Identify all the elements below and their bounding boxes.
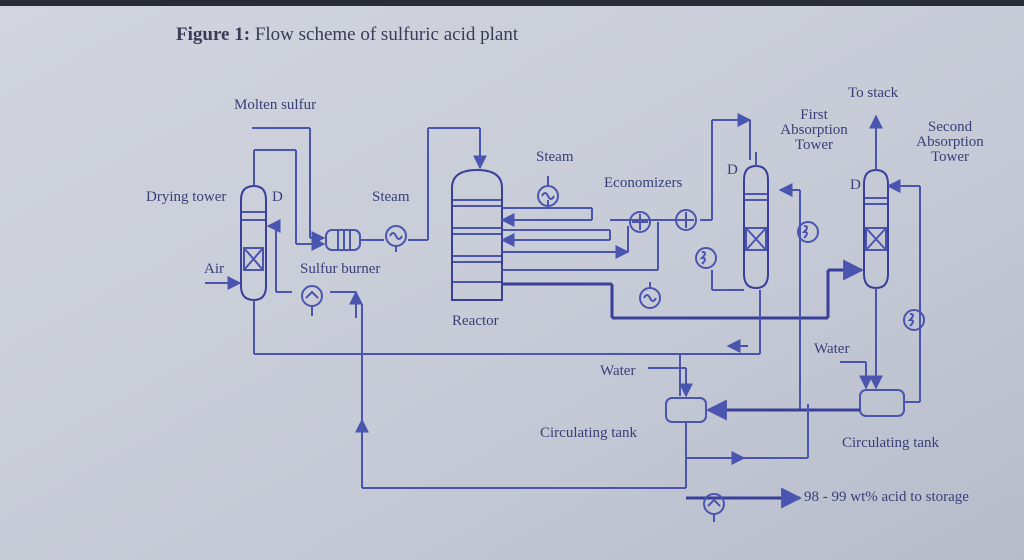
first-absorption-line1: First xyxy=(800,107,828,123)
first-tower-d-label: D xyxy=(727,162,738,178)
product-label: 98 - 99 wt% acid to storage xyxy=(804,489,969,505)
steam-generator-icon xyxy=(537,176,559,207)
first-absorption-label: First Absorption Tower xyxy=(768,108,860,153)
second-absorption-line2: Absorption xyxy=(916,134,984,150)
figure-title: Figure 1: Flow scheme of sulfuric acid p… xyxy=(176,24,518,46)
circulating-tank-left-label: Circulating tank xyxy=(540,425,638,441)
second-absorption-label: Second Absorption Tower xyxy=(904,120,996,165)
first-absorption-line2: Absorption xyxy=(780,122,848,138)
drying-tower xyxy=(240,184,267,302)
figure-number: Figure 1: xyxy=(176,24,251,45)
sulfur-burner-label: Sulfur burner xyxy=(300,261,381,277)
circulating-tank-right xyxy=(859,389,905,417)
steam-generator-icon xyxy=(639,282,661,309)
air-label: Air xyxy=(204,261,224,277)
heat-exchanger-icon xyxy=(629,211,651,233)
circulating-tank-right-label: Circulating tank xyxy=(842,435,940,451)
burner-steam-label: Steam xyxy=(372,189,410,205)
first-absorption-tower xyxy=(743,164,769,290)
water-right-label: Water xyxy=(814,341,850,357)
figure-caption: Flow scheme of sulfuric acid plant xyxy=(254,24,519,45)
reactor-label: Reactor xyxy=(452,313,499,329)
drying-tower-label: Drying tower xyxy=(146,189,227,205)
heat-exchanger-icon xyxy=(903,309,925,331)
water-left-label: Water xyxy=(600,363,636,379)
heat-exchanger-icon xyxy=(695,247,717,269)
economizers-label: Economizers xyxy=(604,175,683,191)
reactor-steam-label: Steam xyxy=(536,149,574,165)
pump-icon xyxy=(301,285,323,316)
molten-sulfur-label: Molten sulfur xyxy=(234,97,317,113)
heat-exchanger-icon xyxy=(675,209,697,231)
second-absorption-line3: Tower xyxy=(930,149,970,165)
second-tower-d-label: D xyxy=(850,177,861,193)
to-stack-label: To stack xyxy=(848,85,899,101)
reactor xyxy=(451,168,503,301)
second-absorption-line1: Second xyxy=(927,119,973,135)
first-absorption-line3: Tower xyxy=(794,137,834,153)
second-absorption-tower xyxy=(863,168,889,290)
steam-generator-icon xyxy=(385,225,407,252)
pump-icon xyxy=(703,493,725,522)
drying-tower-d-label: D xyxy=(272,189,283,205)
heat-exchanger-icon xyxy=(797,221,819,243)
